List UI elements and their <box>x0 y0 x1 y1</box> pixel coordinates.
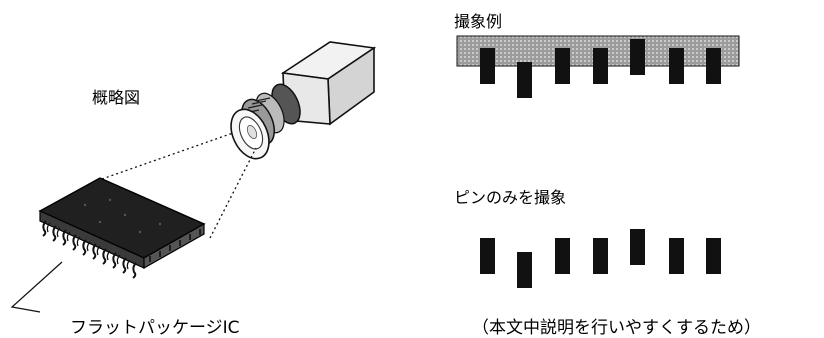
example-pin <box>480 48 495 84</box>
example-pin <box>517 62 532 98</box>
view-line-right <box>209 147 257 239</box>
imaging-example-label: 撮象例 <box>454 12 503 31</box>
example-pin <box>669 48 684 84</box>
isolated-pin <box>669 238 684 274</box>
camera-icon <box>230 41 377 160</box>
isolated-pin <box>517 252 532 288</box>
overview-label: 概略図 <box>92 88 141 107</box>
example-pin <box>593 48 608 84</box>
note-label: （本文中説明を行いやすくするため） <box>472 318 761 338</box>
imaging-example-figure <box>456 35 740 98</box>
isolated-pin <box>706 238 721 274</box>
isolated-pin <box>555 238 570 274</box>
isolated-pin <box>480 238 495 274</box>
example-pin <box>706 48 721 84</box>
ic-chip-icon <box>38 177 206 279</box>
isolated-pin <box>593 238 608 274</box>
pins-only-figure <box>480 229 721 288</box>
example-pin <box>630 39 645 75</box>
pins-only-label: ピンのみを撮象 <box>454 188 567 207</box>
ic-leader-line <box>10 261 63 313</box>
example-pin <box>555 48 570 84</box>
view-line-left <box>101 132 234 180</box>
isolated-pin <box>630 229 645 265</box>
flat-package-ic-label: フラットパッケージIC <box>70 318 240 338</box>
